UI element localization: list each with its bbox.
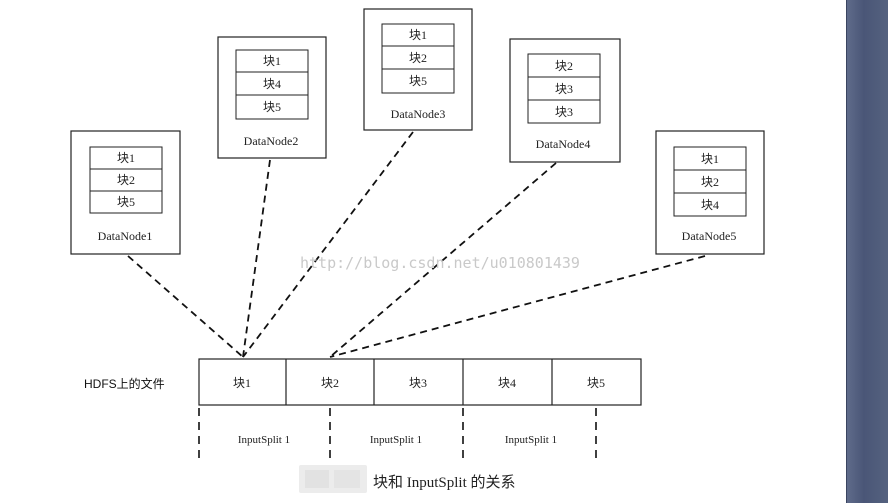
connector-datanode5 <box>329 255 706 358</box>
datanode-4-label: DataNode4 <box>536 137 591 151</box>
datanode-2-label: DataNode2 <box>244 134 299 148</box>
connector-datanode4 <box>329 162 557 358</box>
datanode-5: 块1 块2 块4 DataNode5 <box>655 130 765 255</box>
datanode-1-block-2: 块2 <box>117 173 135 187</box>
datanode-1-block-3: 块5 <box>117 195 135 209</box>
hdfs-block-2: 块2 <box>321 376 339 390</box>
hdfs-block-3: 块3 <box>409 376 427 390</box>
datanode-5-block-3: 块4 <box>701 198 719 212</box>
datanode-4-block-1: 块2 <box>555 59 573 73</box>
datanode-5-label: DataNode5 <box>682 229 737 243</box>
datanode-1-block-1: 块1 <box>117 151 135 165</box>
inputsplit-1-label: InputSplit 1 <box>238 434 290 446</box>
window-sidebar-strip <box>846 0 888 503</box>
datanode-3-block-3: 块5 <box>409 74 427 88</box>
datanode-5-block-1: 块1 <box>701 152 719 166</box>
datanode-3: 块1 块2 块5 DataNode3 <box>363 8 473 131</box>
hdfs-file-blocks: 块1 块2 块3 块4 块5 <box>198 358 642 406</box>
datanode-2-block-3: 块5 <box>263 100 281 114</box>
connector-datanode2 <box>242 159 271 358</box>
datanode-1: 块1 块2 块5 DataNode1 <box>70 130 181 255</box>
datanode-4: 块2 块3 块3 DataNode4 <box>509 38 621 163</box>
datanode-3-block-1: 块1 <box>409 28 427 42</box>
datanode-3-label: DataNode3 <box>391 107 446 121</box>
inputsplit-3-label: InputSplit 1 <box>505 434 557 446</box>
datanode-4-block-2: 块3 <box>555 82 573 96</box>
hdfs-block-1: 块1 <box>233 376 251 390</box>
inputsplit-2-label: InputSplit 1 <box>370 434 422 446</box>
connector-datanode1 <box>127 255 244 358</box>
hdfs-block-4: 块4 <box>498 376 516 390</box>
datanode-4-block-3: 块3 <box>555 105 573 119</box>
hdfs-block-5: 块5 <box>587 376 605 390</box>
datanode-5-block-2: 块2 <box>701 175 719 189</box>
watermark-text: http://blog.csdn.net/u010801439 <box>300 254 580 272</box>
connector-lines <box>127 131 706 358</box>
datanode-2-block-2: 块4 <box>263 77 281 91</box>
inputsplit-dividers <box>198 408 597 458</box>
figure-caption: 块和 InputSplit 的关系 <box>373 474 516 491</box>
datanode-3-block-2: 块2 <box>409 51 427 65</box>
datanode-2-block-1: 块1 <box>263 54 281 68</box>
datanode-2: 块1 块4 块5 DataNode2 <box>217 36 327 159</box>
hdfs-file-label: HDFS上的文件 <box>84 376 165 391</box>
datanode-1-label: DataNode1 <box>98 229 153 243</box>
